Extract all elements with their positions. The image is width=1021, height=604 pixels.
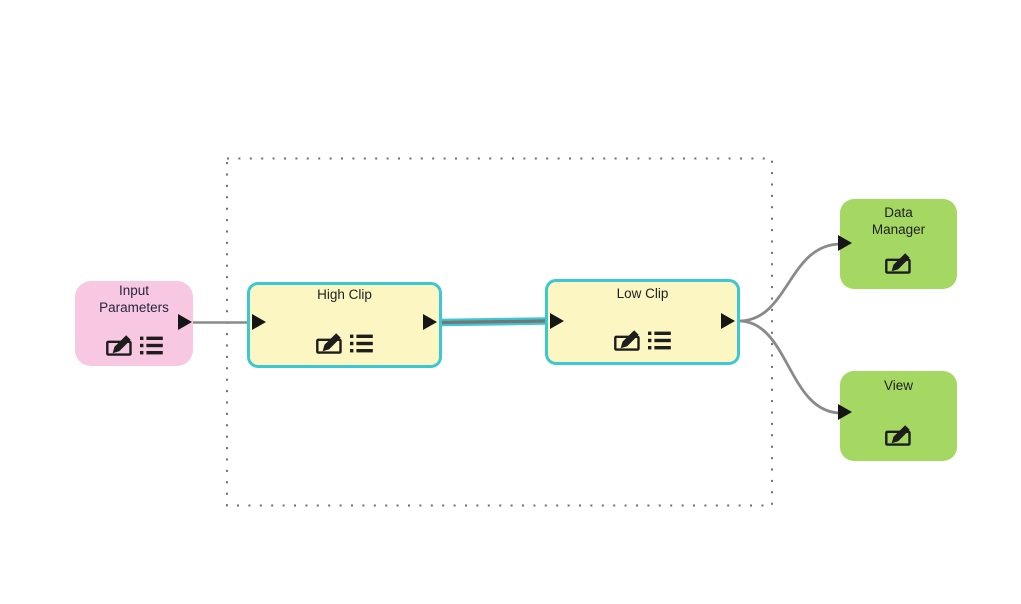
node-title-line: Parameters <box>99 299 169 315</box>
node-title-line: Low Clip <box>616 286 669 301</box>
group-selection-box <box>226 157 773 507</box>
annotate-icon <box>105 335 132 356</box>
node-title: Low Clip <box>548 286 737 303</box>
input-port[interactable] <box>838 235 852 251</box>
output-port[interactable] <box>721 313 735 329</box>
node-title: High Clip <box>250 287 439 304</box>
node-high-clip[interactable]: High Clip <box>247 282 442 368</box>
node-input-parameters[interactable]: Input Parameters <box>75 281 193 366</box>
node-status-icons <box>840 425 957 446</box>
input-port[interactable] <box>252 314 266 330</box>
node-view[interactable]: View <box>838 371 957 461</box>
node-title-line: Manager <box>871 221 926 237</box>
node-title-line: Data <box>884 205 913 220</box>
node-title: Data Manager <box>840 205 957 238</box>
connection-high-clip-to-low-clip[interactable] <box>439 317 548 327</box>
output-port[interactable] <box>178 314 192 330</box>
connection-low-clip-to-data-manager[interactable] <box>738 242 842 323</box>
node-data-manager[interactable]: Data Manager <box>838 199 957 289</box>
node-title-line: High Clip <box>317 287 372 302</box>
node-status-icons <box>75 335 193 356</box>
output-port[interactable] <box>423 314 437 330</box>
node-title: Input Parameters <box>75 283 193 316</box>
node-status-icons <box>840 253 957 274</box>
node-title-line: Input <box>118 283 150 298</box>
annotate-icon <box>614 330 640 351</box>
annotate-icon <box>885 253 911 274</box>
input-port[interactable] <box>838 404 852 420</box>
parameter-list-icon <box>350 334 373 353</box>
node-low-clip[interactable]: Low Clip <box>545 279 740 365</box>
input-port[interactable] <box>550 313 564 329</box>
annotate-icon <box>316 333 342 354</box>
node-status-icons <box>548 330 737 351</box>
parameter-list-icon <box>648 331 671 350</box>
node-title: View <box>840 378 957 395</box>
connection-low-clip-to-view[interactable] <box>738 319 842 415</box>
node-status-icons <box>250 333 439 354</box>
node-title-line: View <box>883 378 914 393</box>
parameter-list-icon <box>139 336 163 355</box>
annotate-icon <box>885 425 911 446</box>
